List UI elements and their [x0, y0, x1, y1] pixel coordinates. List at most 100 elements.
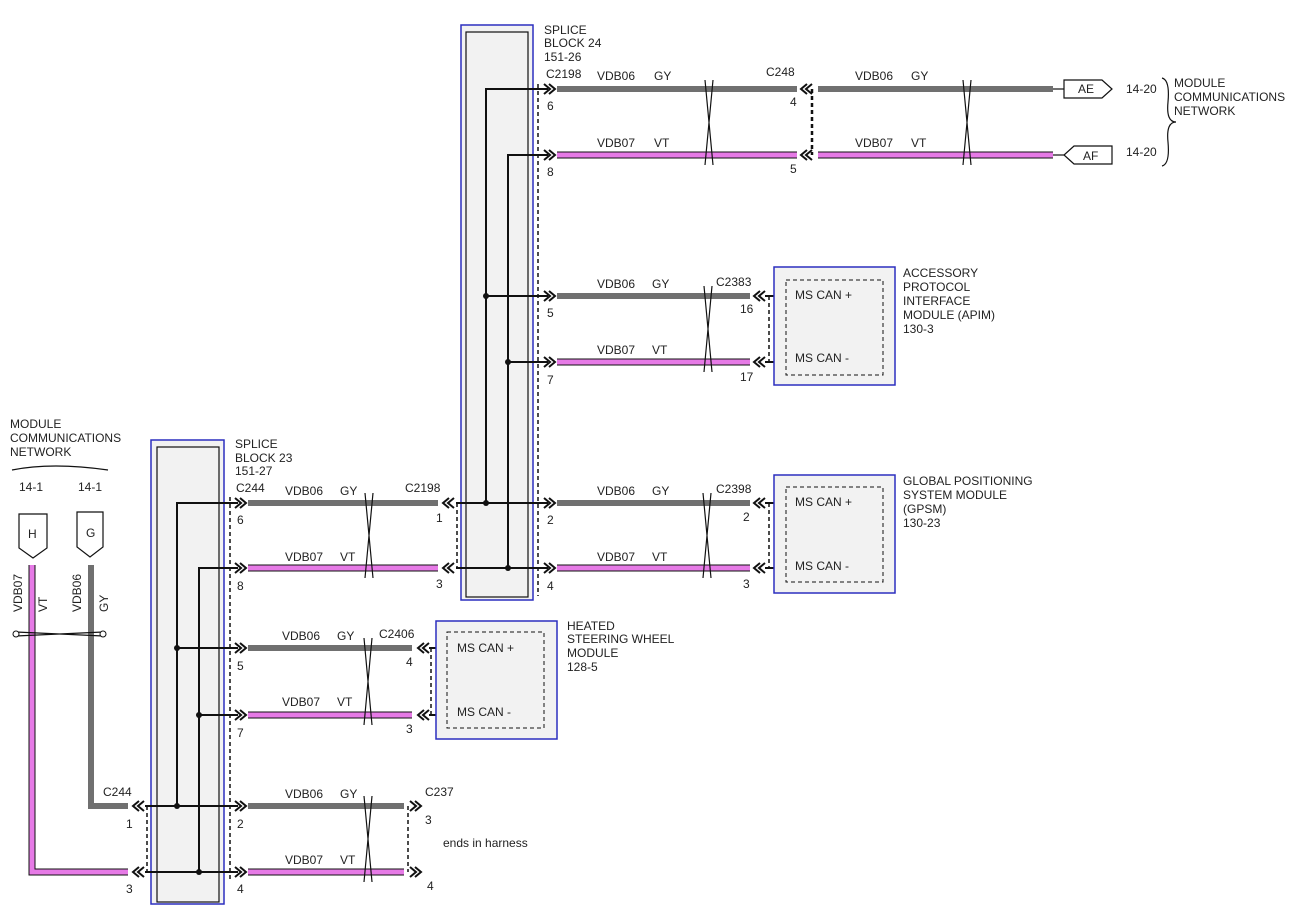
- svg-text:17: 17: [740, 370, 754, 384]
- svg-text:4: 4: [427, 879, 434, 893]
- svg-text:C244: C244: [103, 785, 132, 799]
- svg-text:VDB06: VDB06: [285, 484, 323, 498]
- left-network-labels: MODULE COMMUNICATIONS NETWORK 14-1 14-1 …: [10, 417, 133, 896]
- svg-text:MODULE (APIM): MODULE (APIM): [903, 308, 995, 322]
- svg-text:VDB07: VDB07: [597, 343, 635, 357]
- svg-text:3: 3: [425, 813, 432, 827]
- svg-text:C2198: C2198: [405, 481, 441, 495]
- svg-text:VDB07: VDB07: [285, 550, 323, 564]
- svg-text:6: 6: [547, 99, 554, 113]
- svg-text:SPLICE: SPLICE: [544, 23, 587, 37]
- svg-text:SYSTEM MODULE: SYSTEM MODULE: [903, 488, 1007, 502]
- svg-text:VDB06: VDB06: [597, 69, 635, 83]
- svg-text:VDB06: VDB06: [855, 69, 893, 83]
- svg-text:7: 7: [237, 726, 244, 740]
- svg-text:COMMUNICATIONS: COMMUNICATIONS: [1174, 90, 1285, 104]
- svg-text:ACCESSORY: ACCESSORY: [903, 266, 978, 280]
- svg-text:14-20: 14-20: [1126, 82, 1157, 96]
- svg-text:4: 4: [790, 95, 797, 109]
- svg-text:4: 4: [237, 882, 244, 896]
- svg-text:C248: C248: [766, 65, 795, 79]
- svg-text:H: H: [28, 527, 37, 541]
- svg-text:14-20: 14-20: [1126, 145, 1157, 159]
- svg-text:PROTOCOL: PROTOCOL: [903, 280, 970, 294]
- connector-ae-icon: [1063, 79, 1113, 99]
- svg-text:MS CAN +: MS CAN +: [795, 288, 852, 302]
- svg-text:2: 2: [743, 510, 750, 524]
- svg-text:8: 8: [547, 165, 554, 179]
- svg-text:GY: GY: [652, 277, 669, 291]
- svg-text:2: 2: [237, 817, 244, 831]
- svg-text:GY: GY: [337, 629, 354, 643]
- svg-text:VT: VT: [652, 343, 668, 357]
- svg-text:VT: VT: [911, 136, 927, 150]
- svg-text:GLOBAL POSITIONING: GLOBAL POSITIONING: [903, 474, 1033, 488]
- svg-text:GY: GY: [97, 595, 111, 612]
- module-gpsm: [773, 474, 896, 594]
- svg-text:MS CAN -: MS CAN -: [795, 351, 849, 365]
- splice-block-23: [150, 439, 225, 905]
- svg-text:4: 4: [406, 655, 413, 669]
- svg-text:GY: GY: [654, 69, 671, 83]
- svg-text:VDB07: VDB07: [282, 695, 320, 709]
- svg-text:6: 6: [237, 513, 244, 527]
- svg-text:130-3: 130-3: [903, 322, 934, 336]
- svg-text:MS CAN -: MS CAN -: [457, 705, 511, 719]
- svg-text:(GPSM): (GPSM): [903, 502, 946, 516]
- svg-text:5: 5: [547, 306, 554, 320]
- svg-text:VDB06: VDB06: [282, 629, 320, 643]
- svg-text:BLOCK 24: BLOCK 24: [544, 36, 602, 50]
- svg-text:MS CAN +: MS CAN +: [457, 641, 514, 655]
- svg-text:3: 3: [436, 577, 443, 591]
- svg-text:1: 1: [126, 817, 133, 831]
- svg-text:151-26: 151-26: [544, 50, 582, 64]
- splice-block-24: [460, 24, 534, 601]
- svg-text:MS CAN -: MS CAN -: [795, 559, 849, 573]
- svg-text:GY: GY: [652, 484, 669, 498]
- svg-text:GY: GY: [340, 787, 357, 801]
- svg-text:3: 3: [126, 882, 133, 896]
- svg-text:8: 8: [237, 579, 244, 593]
- svg-text:VDB06: VDB06: [70, 574, 84, 612]
- svg-text:VT: VT: [337, 695, 353, 709]
- connector-af-icon: [1063, 145, 1113, 165]
- svg-text:7: 7: [547, 373, 554, 387]
- svg-text:VT: VT: [36, 596, 50, 612]
- svg-text:C2398: C2398: [716, 482, 752, 496]
- svg-text:VDB07: VDB07: [597, 136, 635, 150]
- svg-text:3: 3: [406, 722, 413, 736]
- svg-text:INTERFACE: INTERFACE: [903, 294, 970, 308]
- svg-text:VT: VT: [340, 853, 356, 867]
- svg-text:130-23: 130-23: [903, 516, 941, 530]
- svg-text:MODULE: MODULE: [1174, 76, 1225, 90]
- svg-text:3: 3: [743, 577, 750, 591]
- svg-text:C2406: C2406: [379, 627, 415, 641]
- svg-text:VDB06: VDB06: [285, 787, 323, 801]
- svg-text:GY: GY: [911, 69, 928, 83]
- svg-text:VT: VT: [652, 550, 668, 564]
- svg-text:VDB07: VDB07: [285, 853, 323, 867]
- svg-text:C244: C244: [236, 481, 265, 495]
- svg-text:1: 1: [436, 511, 443, 525]
- svg-text:NETWORK: NETWORK: [10, 445, 71, 459]
- svg-text:5: 5: [237, 659, 244, 673]
- svg-text:128-5: 128-5: [567, 660, 598, 674]
- hswm-labels: VDB06 GY VDB07 VT C2406 5 7 4 3 MS CAN + M…: [237, 619, 675, 740]
- svg-text:VDB07: VDB07: [597, 550, 635, 564]
- svg-text:BLOCK 23: BLOCK 23: [235, 451, 293, 465]
- svg-text:VT: VT: [340, 550, 356, 564]
- connector-h-icon: [18, 513, 48, 559]
- svg-text:C2198: C2198: [546, 67, 582, 81]
- svg-text:2: 2: [547, 513, 554, 527]
- svg-text:VDB07: VDB07: [11, 574, 25, 612]
- svg-text:VDB07: VDB07: [855, 136, 893, 150]
- svg-text:NETWORK: NETWORK: [1174, 104, 1235, 118]
- svg-text:GY: GY: [340, 484, 357, 498]
- splice24-label: SPLICE BLOCK 24 151-26 C2198: [544, 23, 602, 81]
- svg-text:MS CAN +: MS CAN +: [795, 495, 852, 509]
